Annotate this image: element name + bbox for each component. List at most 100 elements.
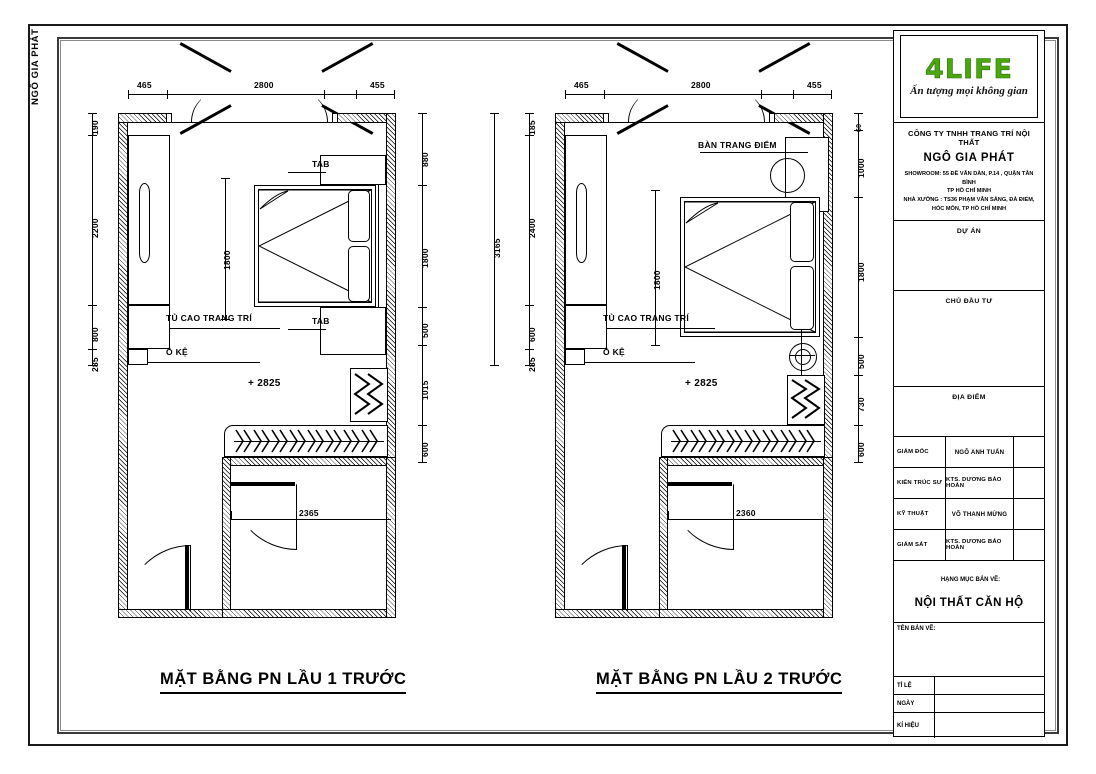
dim-tick	[418, 113, 427, 114]
dim-tick	[651, 190, 660, 191]
dim-tick	[651, 345, 660, 346]
row-investor-label: CHỦ ĐẦU TƯ	[945, 298, 993, 306]
name-supervisor: KTS. DƯƠNG BẢO HOÀN	[946, 530, 1014, 561]
leader-line	[288, 172, 326, 173]
footer-code[interactable]: KÍ HIỆU	[894, 713, 1044, 739]
bed-blanket-fold	[684, 201, 816, 333]
right-dim-line	[858, 113, 859, 463]
dim-455: 455	[369, 80, 386, 90]
sign-cell-director[interactable]	[1014, 437, 1044, 467]
role-engineer: KỸ THUẬT	[894, 499, 946, 530]
wall-partition	[659, 457, 833, 466]
wall-partition	[222, 457, 396, 466]
dim-tick	[418, 425, 427, 426]
signature-row-supervisor[interactable]: GIÁM SÁT KTS. DƯƠNG BẢO HOÀN	[894, 530, 1044, 562]
door-dim-line	[231, 519, 391, 520]
leader-line	[607, 328, 715, 329]
dim-1000: 1000	[856, 158, 866, 178]
dim-tick	[525, 135, 534, 136]
top-dim-line	[128, 94, 395, 95]
hanger-symbols	[353, 373, 384, 415]
code-value[interactable]	[935, 713, 1044, 738]
left-dim-line	[529, 113, 530, 365]
drawing-name[interactable]: TÊN BẢN VẼ:	[894, 623, 1044, 678]
signature-row-architect[interactable]: KIẾN TRÚC SƯ KTS. DƯƠNG BẢO HOÀN	[894, 468, 1044, 500]
company-logo: 4LIFE Ấn tượng mọi không gian	[894, 31, 1044, 123]
address-line2: TP HỒ CHÍ MINH	[946, 188, 992, 195]
dim-60: 60	[856, 123, 863, 132]
top-dim-line	[565, 94, 832, 95]
shelf-niche	[128, 349, 148, 365]
signature-row-engineer[interactable]: KỸ THUẬT VÕ THANH MỪNG	[894, 499, 1044, 531]
ceiling-light-symbol	[789, 343, 817, 371]
door-dim-line	[668, 519, 828, 520]
sign-cell-supervisor[interactable]	[1014, 530, 1044, 560]
dim-tick	[88, 135, 97, 136]
label-tab-bottom: TAB	[312, 316, 330, 326]
dim-465: 465	[136, 80, 153, 90]
dim-3165: 3165	[492, 238, 502, 258]
scale-value[interactable]	[935, 677, 1044, 694]
sign-cell-architect[interactable]	[1014, 468, 1044, 498]
dim-tick	[831, 90, 832, 99]
footer-date[interactable]: NGÀY	[894, 695, 1044, 714]
wall-bottom-left	[555, 609, 660, 618]
label-wardrobe: TỦ CAO TRANG TRÍ	[166, 313, 253, 323]
dim-tick	[565, 90, 566, 99]
sheet-side-label: NGÔ GIA PHÁT	[30, 28, 41, 105]
pillow	[790, 202, 814, 262]
row-investor[interactable]: CHỦ ĐẦU TƯ	[894, 291, 1044, 388]
dim-730: 730	[856, 397, 866, 412]
dim-tick	[525, 349, 534, 350]
plan-left-title: MẶT BẰNG PN LẦU 1 TRƯỚC	[160, 670, 407, 694]
wall-corridor	[222, 457, 231, 618]
role-director: GIÁM ĐỐC	[894, 437, 946, 468]
window-wall-line	[565, 122, 823, 123]
drawing-name-label: TÊN BẢN VẼ:	[897, 626, 936, 633]
role-supervisor: GIÁM SÁT	[894, 530, 946, 561]
category-value: NỘI THẤT CĂN HỘ	[914, 597, 1024, 610]
door-panel-1	[668, 482, 732, 486]
signature-row-director[interactable]: GIÁM ĐỐC NGÔ ANH TUẤN	[894, 437, 1044, 469]
light-axis	[801, 330, 802, 388]
row-project[interactable]: DỰ ÁN	[894, 221, 1044, 292]
dim-tick	[854, 337, 863, 338]
dim-tick	[88, 113, 97, 114]
category-label: HẠNG MỤC BẢN VẼ:	[940, 577, 1001, 584]
dim-2800: 2800	[690, 80, 712, 90]
name-architect: KTS. DƯƠNG BẢO HOÀN	[946, 468, 1014, 499]
dim-tick	[418, 185, 427, 186]
company-line1: CÔNG TY TNHH TRANG TRÍ NỘI THẤT	[908, 129, 1030, 147]
pillow	[348, 190, 370, 242]
logo-tagline: Ấn tượng mọi không gian	[910, 85, 1028, 97]
sheet-border-outer	[28, 24, 1068, 746]
dim-tick	[356, 90, 357, 99]
dim-2360: 2360	[735, 508, 757, 518]
row-project-label: DỰ ÁN	[956, 228, 982, 236]
row-location[interactable]: ĐỊA ĐIỂM	[894, 387, 1044, 438]
pillow	[348, 246, 370, 302]
date-value[interactable]	[935, 695, 1044, 712]
nightstand-bottom	[320, 307, 386, 355]
row-location-label: ĐỊA ĐIỂM	[952, 394, 986, 402]
dim-tick	[394, 90, 395, 99]
wardrobe-lower	[128, 305, 170, 349]
dim-tick	[88, 365, 97, 366]
leader-line	[170, 328, 280, 329]
wardrobe-lower	[565, 305, 607, 349]
door-panel-1	[231, 482, 295, 486]
dim-tick	[88, 349, 97, 350]
code-label: KÍ HIỆU	[894, 713, 935, 739]
sign-cell-engineer[interactable]	[1014, 499, 1044, 529]
ceiling-light-inner	[795, 349, 811, 365]
wardrobe-mirror	[139, 183, 150, 263]
label-wardrobe: TỦ CAO TRANG TRÍ	[603, 313, 690, 323]
dim-tick	[854, 130, 863, 131]
hanger-symbols	[790, 379, 821, 419]
dim-tick	[761, 90, 762, 99]
footer-scale[interactable]: TỈ LỆ	[894, 677, 1044, 696]
wall-bottom-right	[659, 609, 833, 618]
address-line3: NHÀ XƯỞNG : TS36 PHẠM VĂN SÁNG, ĐÀ ĐIỂM,	[903, 196, 1035, 203]
dim-tick	[604, 90, 605, 99]
wall-left	[118, 113, 128, 618]
